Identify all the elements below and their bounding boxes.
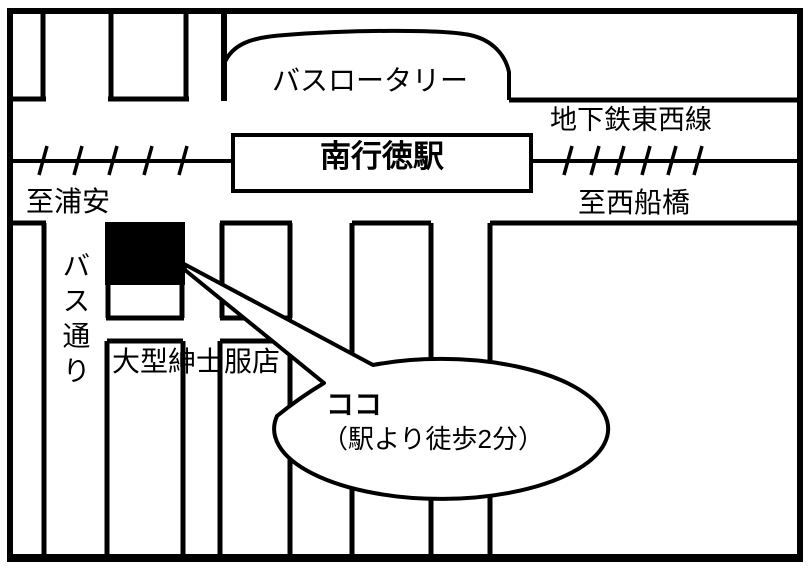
destination-marker <box>105 222 185 285</box>
upper-street-lines <box>10 14 800 103</box>
lower-street-lines <box>41 220 493 557</box>
to-urayasu-label: 至浦安 <box>26 186 111 217</box>
railway-line <box>10 145 800 176</box>
callout-note-label: （駅より徒歩2分） <box>322 424 544 454</box>
clothing-store-label: 大型紳士服店 <box>112 346 281 377</box>
to-nishifunabashi-label: 至西船橋 <box>578 187 691 218</box>
station-name-label: 南行徳駅 <box>320 139 444 174</box>
callout-balloon <box>182 262 611 501</box>
bus-rotary-label: バスロータリー <box>272 65 469 96</box>
subway-line-label: 地下鉄東西線 <box>550 105 712 135</box>
bus-rotary-shape <box>222 28 511 100</box>
callout-title-label: ココ <box>326 389 383 420</box>
station-box <box>231 133 533 193</box>
bus-street-label: バス通り <box>59 251 91 391</box>
railway-ticks <box>37 145 704 176</box>
